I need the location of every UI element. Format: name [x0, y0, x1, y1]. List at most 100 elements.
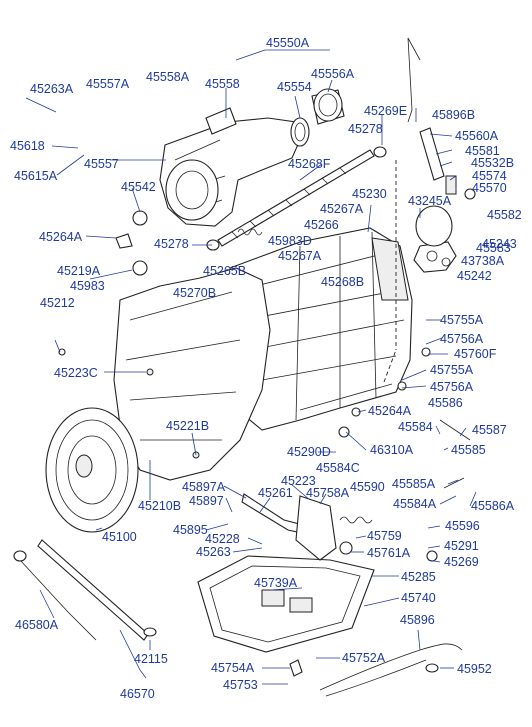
part-label: 45756A: [440, 332, 484, 346]
part-label: 45291: [444, 539, 479, 553]
part-label: 45596: [445, 519, 480, 533]
part-label: 45228: [205, 532, 240, 546]
part-label: 45615A: [14, 169, 58, 183]
part-label: 45557: [84, 157, 119, 171]
part-label: 45285: [401, 570, 436, 584]
part-label: 45586: [428, 396, 463, 410]
oil-pan: [197, 555, 375, 653]
part-label: 45278: [348, 122, 383, 136]
part-label: 46570: [120, 687, 155, 701]
part-label: 45264A: [39, 230, 83, 244]
part-label: 43245A: [408, 194, 452, 208]
part-label: 45532B: [471, 156, 514, 170]
part-label: 45583: [476, 241, 511, 255]
part-label: 45269: [444, 555, 479, 569]
part-label: 45270B: [173, 286, 216, 300]
leader-lines: [25, 49, 477, 685]
part-label: 45556A: [311, 67, 355, 81]
part-label: 45278: [154, 237, 189, 251]
part-label: 45210B: [138, 499, 181, 513]
part-label: 45560A: [455, 129, 499, 143]
part-label: 45557A: [86, 77, 130, 91]
part-label: 45212: [40, 296, 75, 310]
part-label: 45582: [487, 208, 522, 222]
part-label: 45268B: [321, 275, 364, 289]
torque-converter: [45, 407, 139, 533]
part-label: 45618: [10, 139, 45, 153]
part-label: 45219A: [57, 264, 101, 278]
spring: [237, 228, 263, 236]
part-label: 45952: [457, 662, 492, 676]
o-ring-gasket: [415, 205, 453, 247]
part-label: 45755A: [430, 363, 474, 377]
part-label: 45895: [173, 523, 208, 537]
part-label: 45558A: [146, 70, 190, 84]
part-label: 45290D: [287, 445, 331, 459]
part-label: 45584A: [393, 497, 437, 511]
part-label: 45756A: [430, 380, 474, 394]
part-label: 45983D: [268, 234, 312, 248]
part-label: 45587: [472, 423, 507, 437]
part-label: 45261: [258, 486, 293, 500]
part-label: 45223C: [54, 366, 98, 380]
part-label: 45266: [304, 218, 339, 232]
part-label: 45263A: [30, 82, 74, 96]
part-label: 45265B: [203, 264, 246, 278]
part-label: 45221B: [166, 419, 209, 433]
part-label: 45267A: [278, 249, 322, 263]
part-label: 42115: [134, 652, 168, 666]
part-label: 45896: [400, 613, 435, 627]
part-label: 45558: [205, 77, 240, 91]
part-label: 43738A: [461, 254, 505, 268]
part-label: 45586A: [471, 499, 515, 513]
part-label: 45983: [70, 279, 105, 293]
part-label: 46310A: [370, 443, 414, 457]
fasteners: [58, 210, 471, 677]
part-label: 45581: [465, 144, 500, 158]
part-label: 45550A: [266, 36, 310, 50]
part-label: 45242: [457, 269, 492, 283]
part-label: 45243: [482, 237, 517, 251]
part-label: 45223: [281, 474, 316, 488]
part-label: 45554: [277, 80, 312, 94]
part-label: 45740: [401, 591, 436, 605]
part-label: 45230: [352, 187, 387, 201]
dipstick-and-tube: [13, 539, 157, 641]
part-label: 45585A: [392, 477, 436, 491]
shift-rod: [206, 146, 387, 251]
part-labels: 45550A 45263A 45557A 45558A 45558 45554 …: [10, 36, 522, 701]
shift-lever-assembly: [241, 493, 373, 561]
part-label: 45755A: [440, 313, 484, 327]
part-label: 45100: [102, 530, 137, 544]
extension-housing: [159, 107, 301, 227]
part-label: 45268F: [288, 157, 331, 171]
extension-seals: [290, 88, 345, 147]
part-label: 45761A: [367, 546, 411, 560]
part-label: 45269E: [364, 104, 407, 118]
valve-body-cover: [413, 241, 457, 273]
part-label: 45263: [196, 545, 231, 559]
wiring-harness: [319, 643, 463, 697]
part-label: 45574: [472, 169, 507, 183]
part-label: 45542: [121, 180, 156, 194]
part-label: 45584: [398, 420, 433, 434]
part-label: 45760F: [454, 347, 497, 361]
part-label: 45585: [451, 443, 486, 457]
part-label: 45896B: [432, 108, 475, 122]
part-label: 45897: [189, 494, 224, 508]
part-label: 45739A: [254, 576, 298, 590]
part-label: 45759: [367, 529, 402, 543]
part-label: 46580A: [15, 618, 59, 632]
part-label: 45758A: [306, 486, 350, 500]
part-label: 45264A: [368, 404, 412, 418]
part-label: 45753: [223, 678, 258, 692]
part-label: 45590: [350, 480, 385, 494]
part-label: 45570: [472, 181, 507, 195]
part-label: 45584C: [316, 461, 360, 475]
part-label: 45752A: [342, 651, 386, 665]
part-label: 45897A: [182, 480, 226, 494]
dashed-guide: [383, 160, 397, 383]
part-label: 45754A: [211, 661, 255, 675]
part-label: 45267A: [320, 202, 364, 216]
